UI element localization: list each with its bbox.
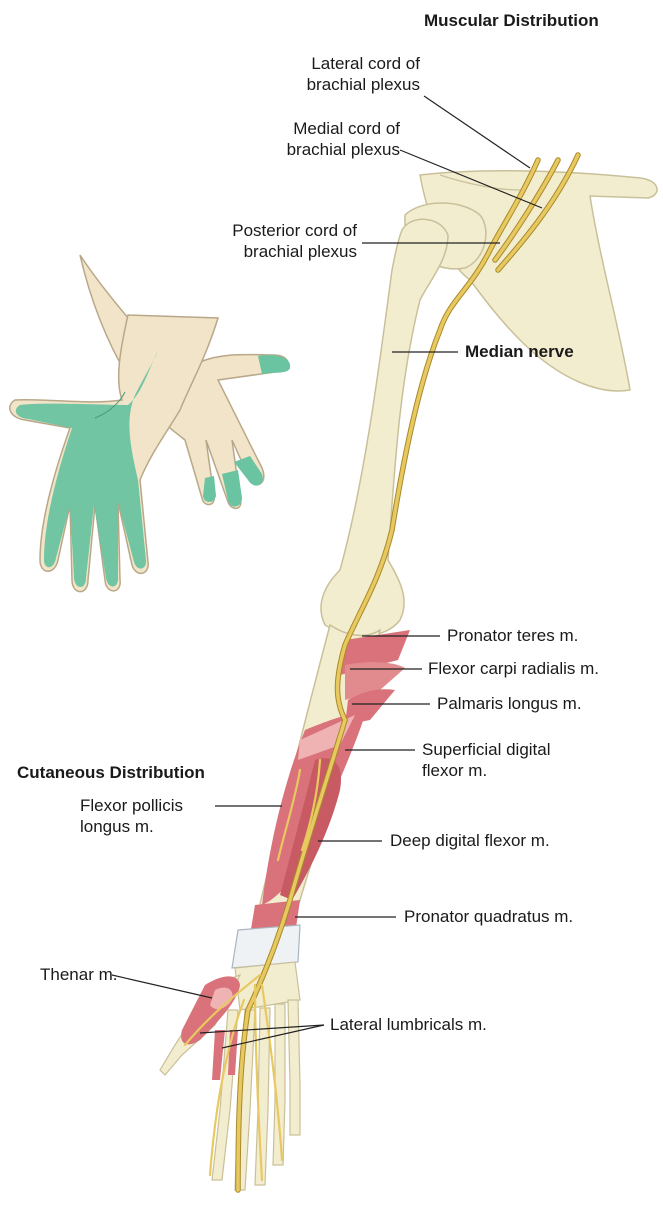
label-pronator-teres: Pronator teres m. [447, 625, 578, 646]
label-thenar: Thenar m. [40, 964, 117, 985]
heading-cutaneous-distribution: Cutaneous Distribution [17, 762, 205, 783]
cutaneous-area-ring-tip [203, 476, 216, 502]
cutaneous-palmar-hand [10, 315, 218, 592]
label-palmaris-longus: Palmaris longus m. [437, 693, 582, 714]
label-lateral-lumbricals: Lateral lumbricals m. [330, 1014, 487, 1035]
humerus [321, 219, 448, 635]
label-pronator-quadratus: Pronator quadratus m. [404, 906, 573, 927]
label-deep-digital-flexor: Deep digital flexor m. [390, 830, 550, 851]
heading-muscular-distribution: Muscular Distribution [424, 10, 599, 31]
label-flexor-carpi-radialis: Flexor carpi radialis m. [428, 658, 599, 679]
label-median-nerve: Median nerve [465, 341, 574, 362]
